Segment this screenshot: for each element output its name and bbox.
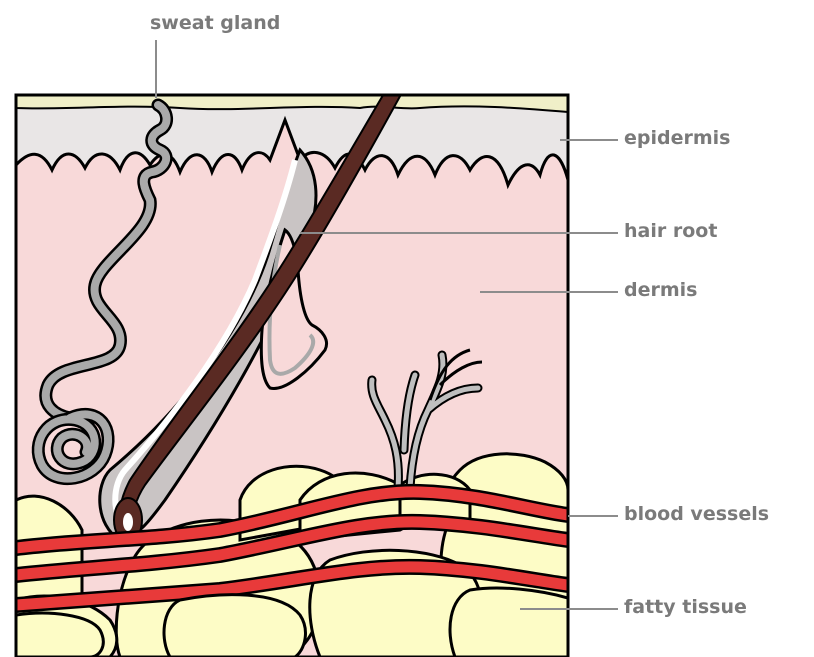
label-epidermis: epidermis [624,127,730,149]
label-hair-root: hair root [624,220,717,242]
label-sweat-gland: sweat gland [150,12,280,34]
label-fatty-tissue: fatty tissue [624,596,747,618]
label-dermis: dermis [624,279,697,301]
label-blood-vessels: blood vessels [624,503,769,525]
